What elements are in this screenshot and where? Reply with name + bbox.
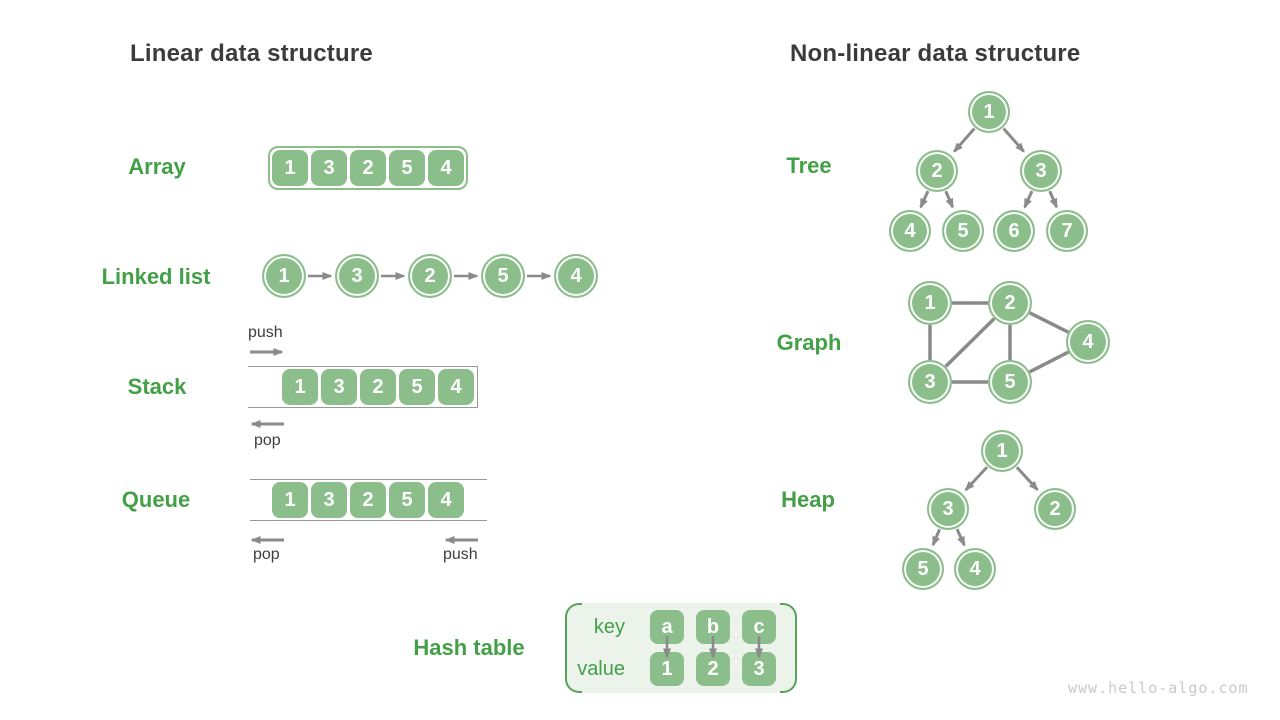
linked-list-node: 1 <box>262 254 306 298</box>
stack-cell: 2 <box>360 369 396 405</box>
linked-list-node: 5 <box>481 254 525 298</box>
hash-key-cell: c <box>742 610 776 644</box>
watermark: www.hello-algo.com <box>1068 679 1249 697</box>
edge-connector <box>944 317 996 368</box>
stack-cell: 3 <box>321 369 357 405</box>
graph-node: 3 <box>908 360 952 404</box>
arrow-connector <box>1023 190 1034 209</box>
stack-push-label: push <box>248 324 283 341</box>
queue-cell: 5 <box>389 482 425 518</box>
hash-table-label: Hash table <box>413 635 525 660</box>
array-cell: 3 <box>311 150 347 186</box>
tree-node: 1 <box>968 91 1010 133</box>
graph-node: 4 <box>1066 320 1110 364</box>
array-label: Array <box>128 154 186 179</box>
heap-node: 5 <box>902 548 944 590</box>
tree-node: 2 <box>916 150 958 192</box>
graph-node: 1 <box>908 281 952 325</box>
arrow-connector <box>1002 127 1025 153</box>
heap-node: 3 <box>927 488 969 530</box>
tree-node: 5 <box>942 210 984 252</box>
queue-push-label: push <box>443 546 478 563</box>
tree-node: 6 <box>993 210 1035 252</box>
arrow-connector <box>953 127 976 153</box>
hash-value-cell: 2 <box>696 652 730 686</box>
graph-node: 5 <box>988 360 1032 404</box>
stack-label: Stack <box>127 374 187 399</box>
queue-cell: 2 <box>350 482 386 518</box>
hash-key-cell: a <box>650 610 684 644</box>
hash-value-label: value <box>577 658 625 680</box>
stack-cell: 4 <box>438 369 474 405</box>
array-cell: 1 <box>272 150 308 186</box>
queue-pop-label: pop <box>253 546 280 563</box>
arrow-connector <box>964 466 989 492</box>
heap-label: Heap <box>781 487 835 512</box>
queue-label: Queue <box>121 487 191 512</box>
stack-cell: 5 <box>399 369 435 405</box>
hash-key-cell: b <box>696 610 730 644</box>
hash-value-cell: 3 <box>742 652 776 686</box>
nonlinear-heading: Non-linear data structure <box>790 40 1081 67</box>
queue-cell: 1 <box>272 482 308 518</box>
tree-node: 4 <box>889 210 931 252</box>
linked-list-node: 2 <box>408 254 452 298</box>
stack-pop-label: pop <box>254 432 281 449</box>
linked-list-label: Linked list <box>101 264 211 289</box>
queue-cell: 3 <box>311 482 347 518</box>
tree-node: 7 <box>1046 210 1088 252</box>
arrow-connector <box>1015 466 1039 491</box>
queue-cell: 4 <box>428 482 464 518</box>
tree-node: 3 <box>1020 150 1062 192</box>
heap-node: 1 <box>981 430 1023 472</box>
stack-cell: 1 <box>282 369 318 405</box>
arrow-connector <box>919 190 930 209</box>
linear-heading: Linear data structure <box>130 40 373 67</box>
array-cell: 2 <box>350 150 386 186</box>
graph-node: 2 <box>988 281 1032 325</box>
arrow-connector <box>944 190 955 209</box>
heap-node: 2 <box>1034 488 1076 530</box>
array-cell: 5 <box>389 150 425 186</box>
arrow-connector <box>955 528 966 547</box>
queue-top-line <box>250 479 487 480</box>
arrow-connector <box>931 528 941 547</box>
queue-bottom-line <box>250 520 487 521</box>
arrow-connector <box>1048 190 1059 209</box>
heap-node: 4 <box>954 548 996 590</box>
edge-connector <box>1028 311 1070 334</box>
linked-list-node: 3 <box>335 254 379 298</box>
edge-connector <box>1028 350 1070 374</box>
linked-list-node: 4 <box>554 254 598 298</box>
hash-left-bracket <box>565 603 582 693</box>
array-cell: 4 <box>428 150 464 186</box>
graph-label: Graph <box>776 330 842 355</box>
tree-label: Tree <box>786 153 832 178</box>
hash-key-label: key <box>593 616 625 638</box>
hash-value-cell: 1 <box>650 652 684 686</box>
